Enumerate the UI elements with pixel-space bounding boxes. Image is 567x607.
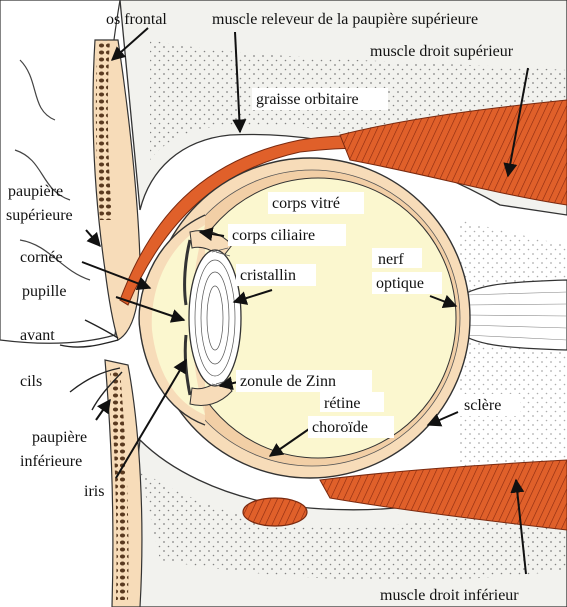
- label-retine: rétine: [324, 395, 360, 412]
- arrow-paupiere-inferieure: [96, 400, 110, 420]
- label-graisse-orbitaire: graisse orbitaire: [256, 91, 359, 108]
- label-paupiere-superieure-1: paupière: [8, 183, 63, 200]
- label-iris: iris: [84, 483, 104, 500]
- label-avant: avant: [20, 327, 55, 344]
- label-cils: cils: [20, 373, 42, 390]
- label-corps-ciliaire: corps ciliaire: [232, 227, 315, 244]
- inferior-oblique: [243, 498, 307, 526]
- label-cornee: cornée: [20, 249, 63, 266]
- lens: [189, 250, 241, 386]
- label-nerf-optique-1: nerf: [378, 251, 404, 268]
- label-muscle-droit-superieur: muscle droit supérieur: [370, 43, 514, 60]
- label-paupiere-inferieure-2: inférieure: [20, 453, 82, 470]
- label-zonule-de-zinn: zonule de Zinn: [240, 373, 336, 390]
- label-paupiere-inferieure-1: paupière: [32, 429, 87, 446]
- label-pupille: pupille: [22, 283, 66, 300]
- label-os-frontal: os frontal: [106, 11, 167, 28]
- label-nerf-optique-2: optique: [376, 275, 424, 292]
- label-choroide: choroïde: [312, 419, 368, 436]
- label-sclere: sclère: [464, 397, 501, 414]
- label-muscle-releveur: muscle releveur de la paupière supérieur…: [212, 11, 478, 28]
- label-muscle-droit-inferieur: muscle droit inférieur: [380, 587, 519, 604]
- label-cristallin: cristallin: [240, 267, 296, 284]
- label-paupiere-superieure-2: supérieure: [6, 207, 73, 224]
- label-corps-vitre: corps vitré: [272, 195, 340, 212]
